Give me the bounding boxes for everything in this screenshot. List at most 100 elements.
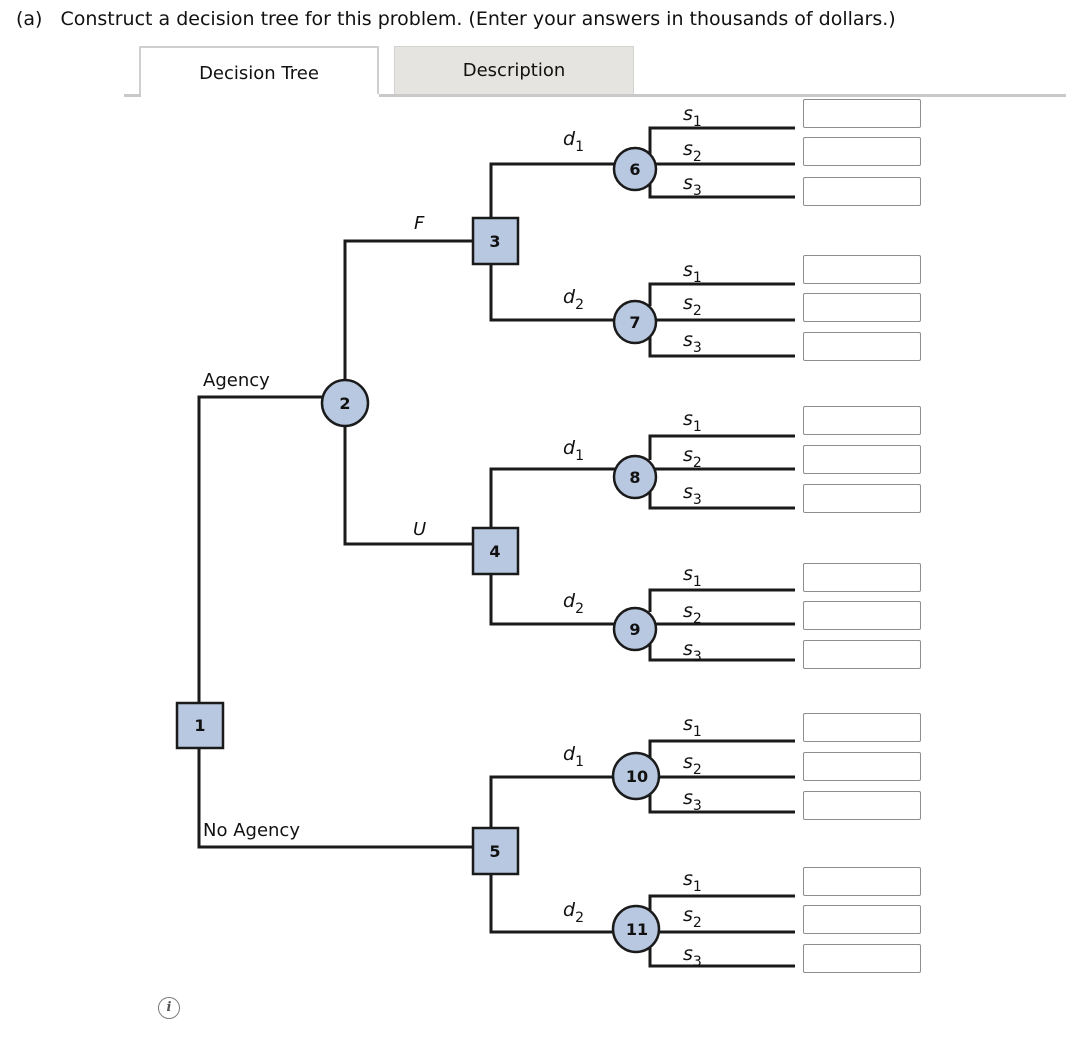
node-number-7: 7 xyxy=(629,313,640,332)
question-text: Construct a decision tree for this probl… xyxy=(60,8,896,30)
state-label-node9-s1: s1 xyxy=(683,563,702,590)
state-label-node10-s1: s1 xyxy=(683,713,702,740)
branch-10-s3 xyxy=(648,794,795,814)
node-number-6: 6 xyxy=(629,160,640,179)
label-3-d2: d2 xyxy=(563,286,584,313)
node-numbers: 1 2 3 4 5 6 7 8 9 10 11 xyxy=(194,160,648,939)
payoff-input-14[interactable] xyxy=(803,752,921,781)
state-label-node6-s3: s3 xyxy=(683,172,702,199)
chance-node-7 xyxy=(612,299,658,345)
node-number-3: 3 xyxy=(489,232,500,251)
tab-decision-tree[interactable]: Decision Tree xyxy=(139,46,379,94)
chance-node-9 xyxy=(612,606,658,652)
payoff-input-1[interactable] xyxy=(803,99,921,128)
label-f: F xyxy=(414,213,425,234)
node-number-9: 9 xyxy=(629,620,640,639)
node-number-4: 4 xyxy=(489,542,500,561)
state-label-node7-s1: s1 xyxy=(683,259,702,286)
branch-3-d1 xyxy=(489,162,615,220)
state-label-node7-s2: s2 xyxy=(683,292,702,319)
branch-5-d2 xyxy=(489,874,614,934)
payoff-input-9[interactable] xyxy=(803,484,921,513)
branch-7-s3 xyxy=(648,336,795,358)
info-icon[interactable]: i xyxy=(158,997,180,1019)
branch-10-s1 xyxy=(648,739,795,762)
label-no-agency: No Agency xyxy=(203,820,300,841)
node-number-8: 8 xyxy=(629,468,640,487)
branch-3-d2 xyxy=(489,264,615,322)
decision-nodes xyxy=(175,216,520,876)
tree-branches xyxy=(197,126,795,968)
label-5-d2: d2 xyxy=(563,899,584,926)
branch-9-s3 xyxy=(648,642,795,662)
payoff-input-7[interactable] xyxy=(803,406,921,435)
payoff-input-13[interactable] xyxy=(803,713,921,742)
part-label: (a) xyxy=(16,8,43,30)
branch-agency xyxy=(197,395,324,705)
question-prompt: (a) Construct a decision tree for this pr… xyxy=(16,8,896,30)
payoff-input-10[interactable] xyxy=(803,563,921,592)
node-number-1: 1 xyxy=(194,716,205,735)
branch-4-d1 xyxy=(489,467,615,530)
branch-6-s1 xyxy=(648,126,795,154)
branch-5-d1 xyxy=(489,775,614,830)
state-label-node11-s1: s1 xyxy=(683,868,702,895)
payoff-input-15[interactable] xyxy=(803,791,921,820)
label-agency: Agency xyxy=(203,370,270,391)
branch-11-s1 xyxy=(648,894,795,916)
label-4-d1: d1 xyxy=(563,437,584,464)
state-label-node7-s3: s3 xyxy=(683,329,702,356)
state-label-node6-s1: s1 xyxy=(683,103,702,130)
decision-node-3 xyxy=(471,216,520,266)
payoff-input-16[interactable] xyxy=(803,867,921,896)
payoff-input-6[interactable] xyxy=(803,332,921,361)
branch-no-agency xyxy=(197,747,474,849)
decision-node-4 xyxy=(471,526,520,576)
payoff-input-3[interactable] xyxy=(803,177,921,206)
payoff-input-11[interactable] xyxy=(803,601,921,630)
state-label-node10-s2: s2 xyxy=(683,751,702,778)
chance-node-6 xyxy=(612,146,658,192)
node-number-5: 5 xyxy=(489,842,500,861)
branch-u xyxy=(343,425,474,546)
branch-4-d2 xyxy=(489,574,615,626)
tab-divider-right xyxy=(379,94,1066,97)
state-label-node10-s3: s3 xyxy=(683,787,702,814)
branch-labels: Agency No Agency F U xyxy=(203,213,426,841)
payoff-input-2[interactable] xyxy=(803,137,921,166)
label-5-d1: d1 xyxy=(563,743,584,770)
tab-divider-left xyxy=(124,94,141,97)
branch-f xyxy=(343,239,474,382)
state-label-node11-s3: s3 xyxy=(683,943,702,970)
decision-node-1 xyxy=(175,701,225,750)
decision-node-5 xyxy=(471,826,520,876)
chance-node-8 xyxy=(612,454,658,500)
payoff-input-12[interactable] xyxy=(803,640,921,669)
state-label-node8-s2: s2 xyxy=(683,444,702,471)
node-number-11: 11 xyxy=(626,920,648,939)
chance-node-10 xyxy=(611,751,661,801)
state-label-node6-s2: s2 xyxy=(683,138,702,165)
branch-8-s1 xyxy=(648,434,795,460)
label-u: U xyxy=(413,519,426,540)
payoff-input-5[interactable] xyxy=(803,293,921,322)
node-number-10: 10 xyxy=(626,767,648,786)
payoff-input-4[interactable] xyxy=(803,255,921,284)
chance-nodes xyxy=(320,146,661,954)
state-label-node9-s2: s2 xyxy=(683,600,702,627)
decision-alt-labels: d1 d2 d1 d2 d1 d2 xyxy=(563,128,584,926)
branch-6-s3 xyxy=(648,180,795,199)
payoff-input-18[interactable] xyxy=(803,944,921,973)
payoff-input-8[interactable] xyxy=(803,445,921,474)
payoff-input-17[interactable] xyxy=(803,905,921,934)
label-3-d1: d1 xyxy=(563,128,584,155)
state-label-node8-s1: s1 xyxy=(683,408,702,435)
chance-node-2 xyxy=(320,378,370,428)
tab-description[interactable]: Description xyxy=(394,46,634,94)
branch-9-s1 xyxy=(648,588,795,612)
state-label-node9-s3: s3 xyxy=(683,638,702,665)
state-label-node8-s3: s3 xyxy=(683,481,702,508)
node-number-2: 2 xyxy=(339,394,350,413)
